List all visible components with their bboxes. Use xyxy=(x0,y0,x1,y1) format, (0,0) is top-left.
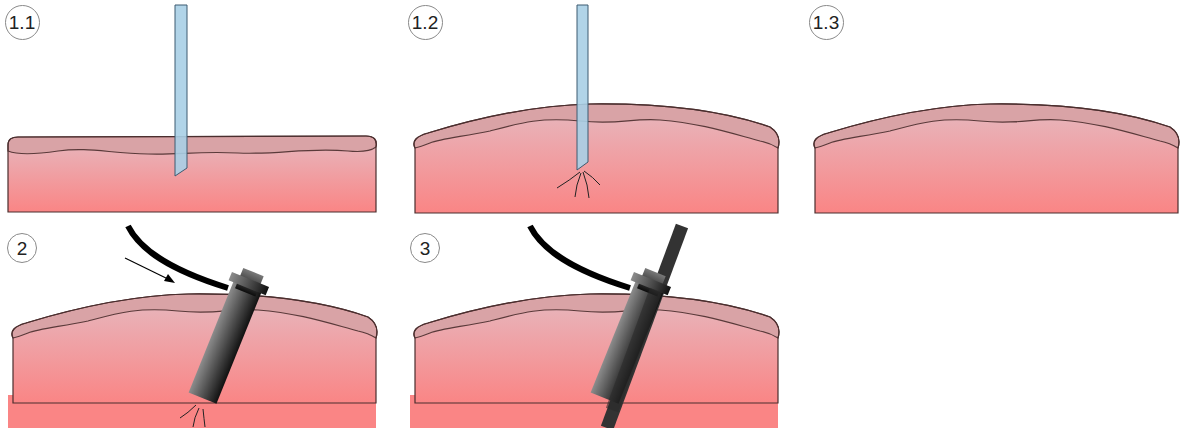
callout-circle: 1.3 xyxy=(809,5,844,40)
callout-number: 1.3 xyxy=(813,13,839,32)
callout-circle: 2 xyxy=(7,233,37,263)
callout-number: 1.1 xyxy=(9,13,35,32)
callout-number: 1.2 xyxy=(412,13,438,32)
callout-number: 3 xyxy=(420,239,431,258)
callout-number: 2 xyxy=(17,239,28,258)
callout-circle: 1.2 xyxy=(408,5,443,40)
callout-circle: 3 xyxy=(410,233,440,263)
callout-circle: 1.1 xyxy=(5,5,40,40)
